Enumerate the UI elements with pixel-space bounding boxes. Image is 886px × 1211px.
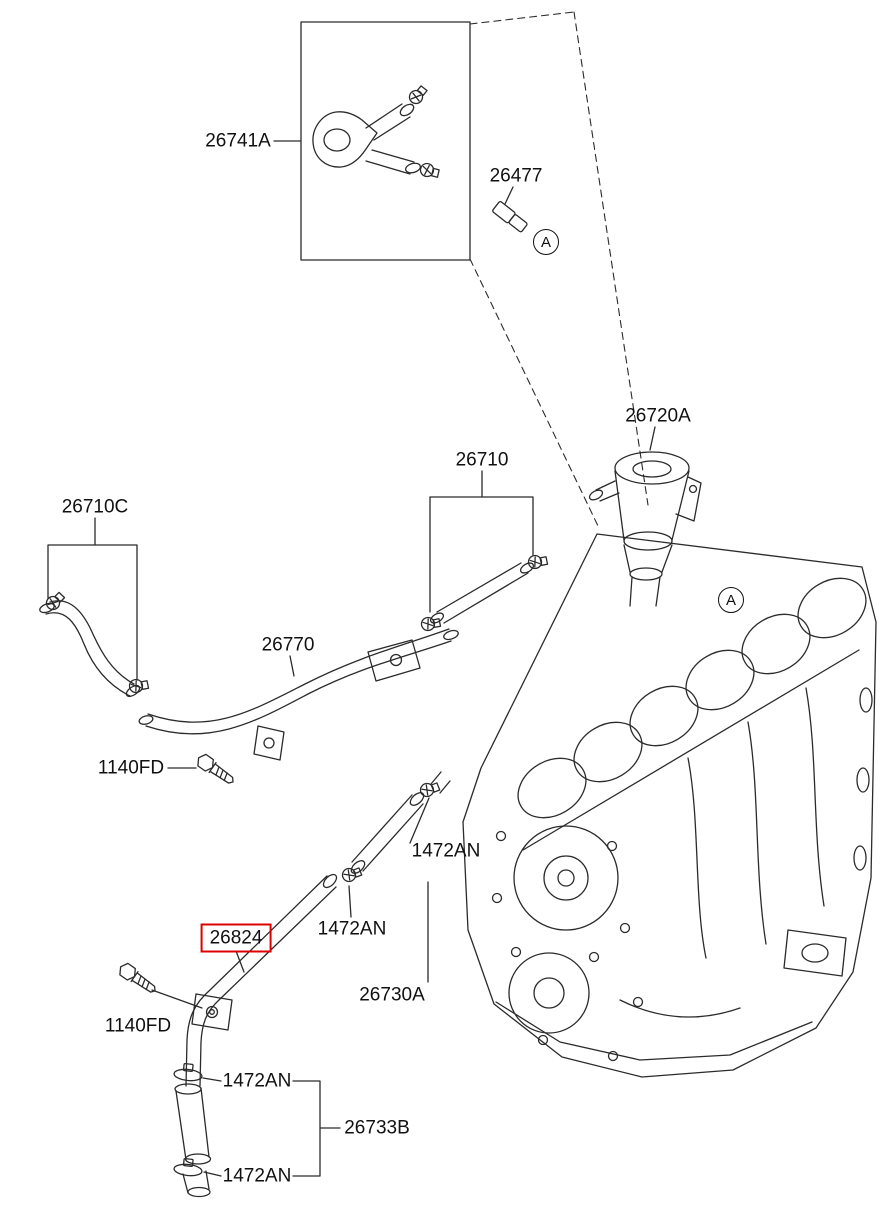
oil-separator-26720A-art [588,451,702,607]
part-label-26733B[interactable]: 26733B [344,1117,410,1139]
view-callout-a-location: A [718,587,744,613]
pipe-26824-art [185,873,338,1087]
part-label-26710[interactable]: 26710 [455,449,509,471]
hose-26730A-art [339,771,451,887]
part-label-26720A[interactable]: 26720A [625,405,691,427]
part-label-26730A[interactable]: 26730A [359,984,425,1006]
part-label-1140FD-lower[interactable]: 1140FD [104,1015,172,1037]
view-callout-a-reference: A [533,229,559,255]
hose-26710C-art [39,588,152,698]
bolt-1140FD-lower-art [115,960,160,998]
detail-box [300,21,471,261]
projection-dashed-lines [469,11,649,529]
leader-lines [47,140,656,1177]
tube-26477-art [492,201,528,233]
part-label-1472AN-4[interactable]: 1472AN [222,1165,292,1187]
part-label-1140FD-upper[interactable]: 1140FD [97,757,165,779]
part-label-26477[interactable]: 26477 [489,165,543,187]
part-label-1472AN-2[interactable]: 1472AN [317,918,387,940]
part-label-26741A[interactable]: 26741A [205,130,271,152]
engine-block-illustration [462,533,877,1078]
hose-26710-art [418,549,551,636]
part-label-1472AN-1[interactable]: 1472AN [411,840,481,862]
part-label-1472AN-3[interactable]: 1472AN [222,1070,292,1092]
hose-26733B-art [172,1061,212,1198]
pipe-26770-art [138,628,459,761]
part-label-26710C[interactable]: 26710C [61,496,129,518]
part-label-26824-highlighted[interactable]: 26824 [200,923,272,953]
bolt-1140FD-upper-art [193,751,238,789]
breather-hose-26741A-art [312,83,442,181]
part-label-26770[interactable]: 26770 [261,634,315,656]
